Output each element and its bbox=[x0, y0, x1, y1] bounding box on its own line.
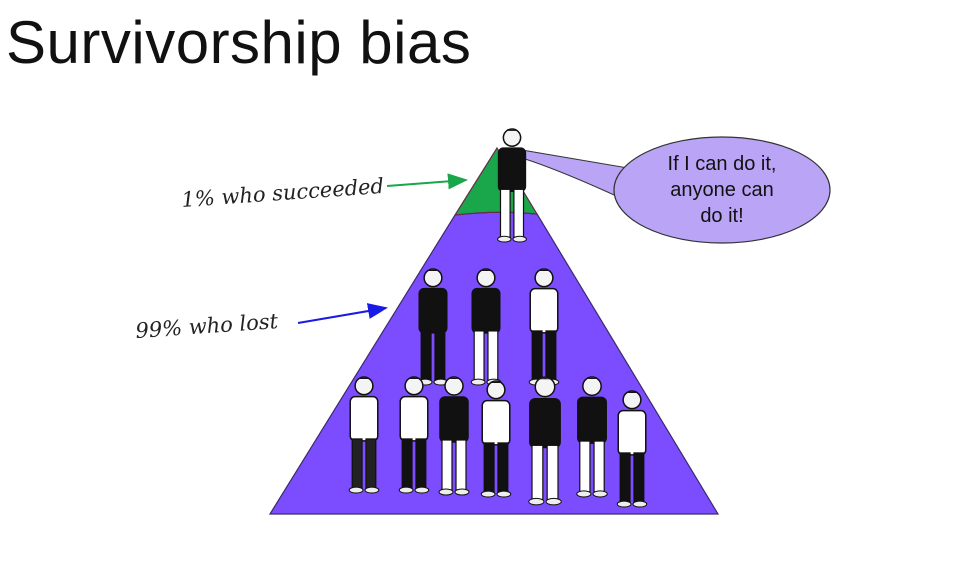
person-figure bbox=[528, 268, 560, 386]
person-figure bbox=[616, 390, 648, 508]
bubble-line-3: do it! bbox=[700, 205, 743, 227]
person-figure bbox=[348, 376, 380, 494]
person-figure bbox=[528, 376, 562, 506]
person-figure bbox=[480, 380, 512, 498]
person-figure bbox=[576, 376, 608, 498]
slide-title: Survivorship bias bbox=[6, 9, 472, 76]
success-arrow bbox=[386, 173, 468, 190]
bubble-line-1: If I can do it, bbox=[668, 153, 777, 175]
bubble-line-2: anyone can bbox=[670, 179, 773, 201]
people-group bbox=[348, 128, 648, 508]
lost-label: 99% who lost bbox=[135, 309, 280, 343]
success-label: 1% who succeeded bbox=[181, 174, 385, 212]
speech-bubble bbox=[613, 136, 831, 244]
person-figure bbox=[398, 376, 430, 494]
person-figure bbox=[497, 128, 527, 243]
person-figure bbox=[438, 376, 470, 496]
lost-arrow bbox=[297, 303, 388, 324]
person-figure bbox=[417, 268, 449, 386]
